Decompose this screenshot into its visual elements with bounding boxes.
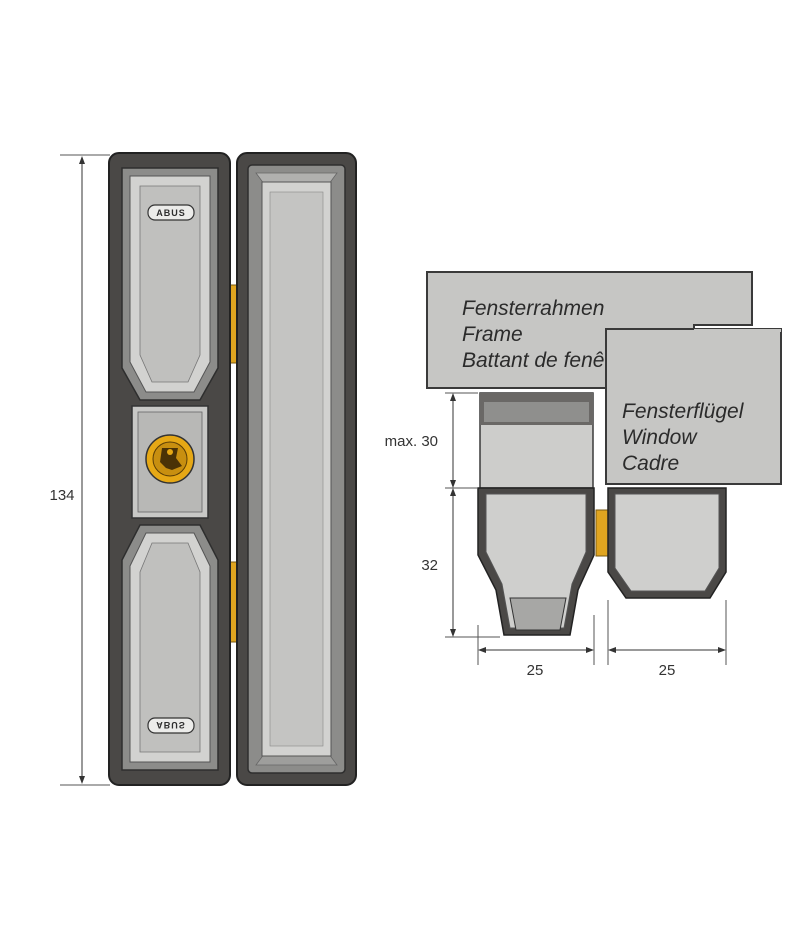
strike-width-dimension: 25 (607, 600, 727, 679)
lock-body-section (477, 487, 595, 636)
height-label: 134 (49, 487, 74, 504)
brand-logo-bottom-text: ABUS (156, 720, 186, 730)
brand-logo-bottom (147, 717, 195, 734)
sash-label-2: Window (622, 426, 698, 449)
strike-width-label: 25 (659, 662, 676, 679)
max-height-dimension: max. 30 (385, 392, 478, 489)
strike-body-section (607, 487, 727, 599)
lock-width-label: 25 (527, 662, 544, 679)
front-view: 134 ABUS (49, 152, 357, 786)
window-sash-section (605, 328, 782, 485)
body-height-label: 32 (421, 557, 438, 574)
lock-body: ABUS ABUS (108, 152, 231, 786)
sash-label-1: Fensterflügel (622, 400, 745, 423)
section-view: Fensterrahmen Frame Battant de fenêtre F… (385, 271, 782, 679)
key-cylinder-icon (145, 434, 195, 484)
frame-label-1: Fensterrahmen (462, 297, 604, 320)
frame-label-3: Battant de fenêtre (462, 349, 629, 372)
body-height-dimension: 32 (421, 488, 500, 638)
frame-label-2: Frame (462, 323, 523, 346)
lock-width-dimension: 25 (477, 615, 595, 679)
sash-label-3: Cadre (622, 452, 679, 475)
height-dimension: 134 (49, 154, 110, 786)
max-height-label: max. 30 (385, 433, 438, 450)
brand-logo-top (147, 204, 195, 221)
strike-body (236, 152, 357, 786)
brand-logo-top-text: ABUS (156, 208, 186, 218)
